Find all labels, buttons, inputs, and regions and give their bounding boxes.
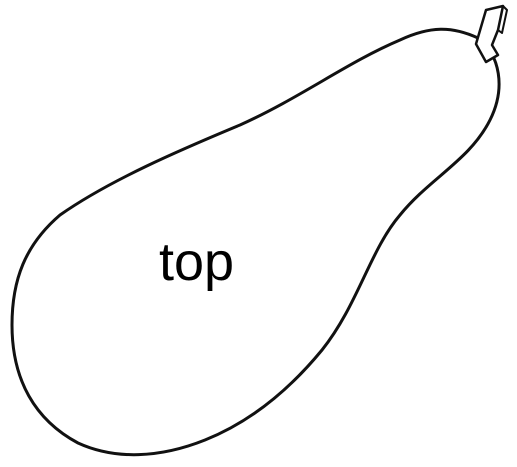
stem-icon bbox=[476, 6, 503, 62]
region-label: top bbox=[159, 231, 234, 293]
squash-body-outline bbox=[12, 29, 499, 454]
